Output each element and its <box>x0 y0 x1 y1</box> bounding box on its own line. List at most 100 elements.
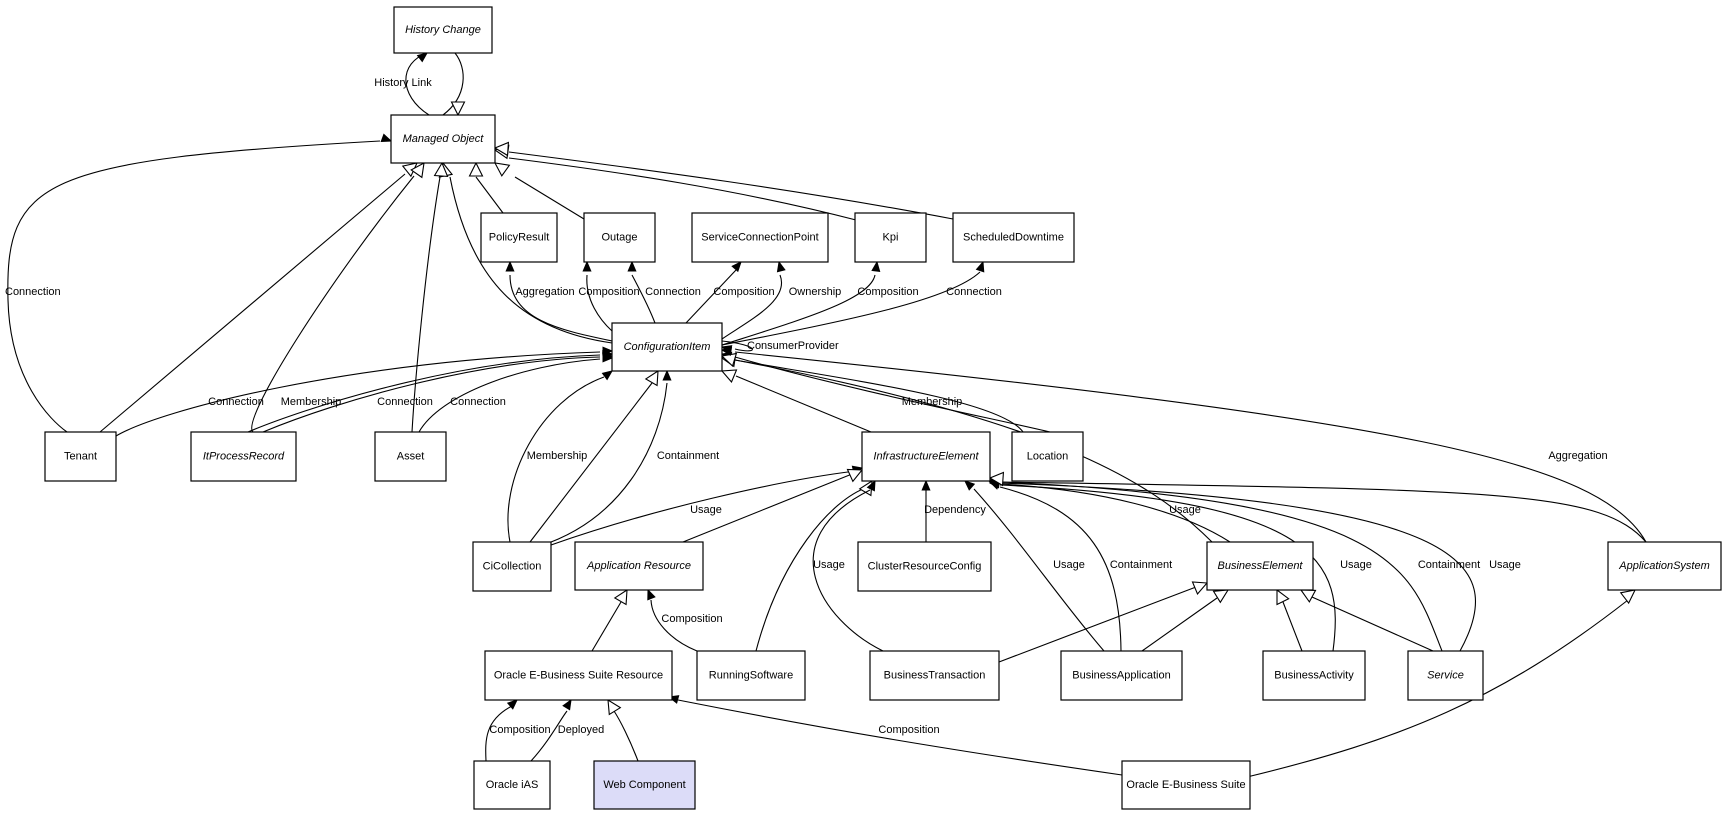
association-edge-running-software-to-application-resource: Composition <box>647 588 723 652</box>
class-node-running-software[interactable]: RunningSoftware <box>696 650 806 701</box>
generalization-arrowhead <box>720 369 738 384</box>
class-node-managed-object[interactable]: Managed Object <box>390 114 496 164</box>
edge-label: Deployed <box>558 724 604 736</box>
class-node-service[interactable]: Service <box>1407 650 1484 701</box>
association-edge-oracle-ias-to-oebs-resource: Deployed <box>530 698 604 762</box>
class-node-web-component[interactable]: Web Component <box>593 760 696 810</box>
class-box <box>480 212 558 263</box>
edge-line <box>999 481 1443 652</box>
class-node-cluster-resource-config[interactable]: ClusterResourceConfig <box>857 541 992 592</box>
edge-label: Composition <box>878 724 939 736</box>
class-node-configuration-item[interactable]: ConfigurationItem <box>611 322 723 372</box>
generalization-edge-application-system-to-infrastructure-element <box>988 471 1647 543</box>
edge-line <box>721 340 753 352</box>
association-edge-business-transaction-to-infrastructure-element: Usage <box>812 479 884 652</box>
edge-line <box>508 157 857 221</box>
generalization-arrowhead <box>644 369 659 387</box>
edge-line <box>1311 596 1434 652</box>
class-box <box>190 431 297 482</box>
edge-label: Aggregation <box>1548 450 1607 462</box>
class-node-oebs[interactable]: Oracle E-Business Suite <box>1121 760 1251 810</box>
class-node-oracle-ias[interactable]: Oracle iAS <box>473 760 551 810</box>
class-node-outage[interactable]: Outage <box>583 212 656 263</box>
edge-line <box>262 356 601 433</box>
class-label: Oracle iAS <box>486 779 539 791</box>
class-node-application-system[interactable]: ApplicationSystem <box>1607 541 1722 591</box>
association-edge-configuration-item-to-policy-result: Aggregation <box>505 260 613 342</box>
class-box <box>857 541 992 592</box>
class-node-oebs-resource[interactable]: Oracle E-Business Suite Resource <box>484 650 673 701</box>
class-label: ConfigurationItem <box>624 341 711 353</box>
class-node-business-application[interactable]: BusinessApplication <box>1060 650 1183 701</box>
class-node-infrastructure-element[interactable]: InfrastructureElement <box>861 431 991 482</box>
class-label: Oracle E-Business Suite <box>1126 779 1245 791</box>
class-box <box>861 431 991 482</box>
edge-line <box>685 269 737 324</box>
edge-line <box>507 376 605 543</box>
class-box <box>1607 541 1722 591</box>
class-box <box>854 212 927 263</box>
class-box <box>472 541 552 592</box>
class-node-policy-result[interactable]: PolicyResult <box>480 212 558 263</box>
class-node-business-transaction[interactable]: BusinessTransaction <box>869 650 1000 701</box>
association-edge-oebs-to-oebs-resource: Composition <box>667 695 1123 776</box>
class-node-ci-collection[interactable]: CiCollection <box>472 541 552 592</box>
edge-line <box>613 710 639 762</box>
edge-line <box>999 484 1336 652</box>
edge-label: Composition <box>489 724 550 736</box>
edge-label: Dependency <box>924 504 986 516</box>
class-box <box>691 212 829 263</box>
association-arrowhead <box>602 353 614 363</box>
edge-label: Connection <box>946 286 1002 298</box>
class-box <box>374 431 447 482</box>
class-node-location[interactable]: Location <box>1011 431 1084 482</box>
class-label: Managed Object <box>403 133 485 145</box>
edge-label: Connection <box>5 286 61 298</box>
generalization-edge-location-to-configuration-item <box>720 352 1024 433</box>
generalization-arrowhead <box>493 162 511 177</box>
edge-line <box>1141 597 1218 652</box>
class-node-service-connection-point[interactable]: ServiceConnectionPoint <box>691 212 829 263</box>
edge-line <box>973 488 1105 652</box>
class-node-application-resource[interactable]: Application Resource <box>574 541 704 591</box>
class-label: Service <box>1427 669 1464 681</box>
edge-label: Connection <box>450 396 506 408</box>
edge-line <box>721 274 876 346</box>
class-label: Web Component <box>603 779 685 791</box>
class-label: ServiceConnectionPoint <box>701 231 818 243</box>
class-box <box>583 212 656 263</box>
class-box <box>593 760 696 810</box>
edge-label: Composition <box>578 286 639 298</box>
class-node-scheduled-downtime[interactable]: ScheduledDowntime <box>952 212 1075 263</box>
generalization-arrowhead <box>1299 589 1317 603</box>
edge-line <box>734 351 1647 543</box>
edge-line <box>251 175 415 433</box>
class-node-business-activity[interactable]: BusinessActivity <box>1262 650 1366 701</box>
edge-line <box>1282 601 1303 652</box>
class-box <box>1121 760 1251 810</box>
class-node-business-element[interactable]: BusinessElement <box>1206 541 1314 591</box>
generalization-edge-application-resource-to-infrastructure-element <box>682 468 864 543</box>
association-edge-configuration-item-to-scheduled-downtime: Connection <box>721 260 1002 346</box>
generalization-edge-web-component-to-oebs-resource <box>607 698 639 762</box>
generalization-arrowhead <box>607 698 622 716</box>
association-arrowhead <box>964 480 976 491</box>
edge-label: Containment <box>1110 559 1172 571</box>
association-edge-configuration-item-to-service-connection-point: Ownership <box>721 260 841 340</box>
class-node-asset[interactable]: Asset <box>374 431 447 482</box>
class-label: InfrastructureElement <box>873 450 979 462</box>
generalization-edge-scheduled-downtime-to-managed-object <box>493 141 954 220</box>
association-arrowhead <box>662 369 672 381</box>
edge-line <box>550 470 857 546</box>
edge-label: Membership <box>281 396 342 408</box>
class-node-itprocess-record[interactable]: ItProcessRecord <box>190 431 297 482</box>
class-node-kpi[interactable]: Kpi <box>854 212 927 263</box>
generalization-arrowhead <box>410 161 425 179</box>
class-node-history-change[interactable]: History Change <box>393 6 493 54</box>
association-arrowhead <box>731 261 742 273</box>
association-edge-asset-to-configuration-item: Connection <box>418 353 614 433</box>
generalization-edge-policy-result-to-managed-object <box>468 161 504 214</box>
association-arrowhead <box>505 260 515 272</box>
class-node-tenant[interactable]: Tenant <box>44 431 117 482</box>
generalization-edge-business-application-to-business-element <box>1141 589 1230 652</box>
